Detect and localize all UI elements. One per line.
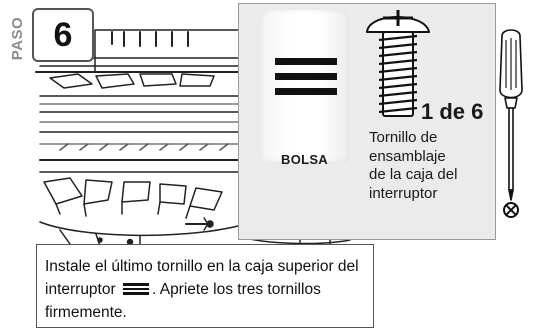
screw-count: 1 de 6	[421, 99, 484, 124]
screw-description: Tornillo de ensamblaje de la caja del in…	[369, 129, 489, 203]
screw-description-line: ensamblaje	[369, 147, 446, 165]
hardware-bag-icon	[261, 10, 349, 162]
step-number-box: 6	[32, 8, 94, 62]
assembly-screw-icon	[366, 10, 430, 117]
bag-label: BOLSA	[281, 152, 328, 167]
phillips-screwdriver-icon	[499, 29, 523, 218]
screw-description-line: interruptor	[369, 184, 438, 202]
hardware-inset-panel: BOLSA 1 de 6 Tornillo de ensamblaje de l…	[238, 3, 496, 240]
instruction-callout: Instale el último tornillo en la caja su…	[36, 244, 374, 328]
screw-description-line: Tornillo de	[369, 129, 438, 146]
instruction-text-end: . Apriete los tres tornillos firmemente.	[45, 281, 321, 321]
hardware-bag-icon	[122, 283, 149, 295]
bag-mark-lines	[275, 58, 337, 103]
step-number: 6	[53, 15, 73, 54]
screw-description-line: de la caja del	[369, 166, 458, 183]
instruction-text: Instale el último tornillo en la caja su…	[45, 258, 359, 298]
